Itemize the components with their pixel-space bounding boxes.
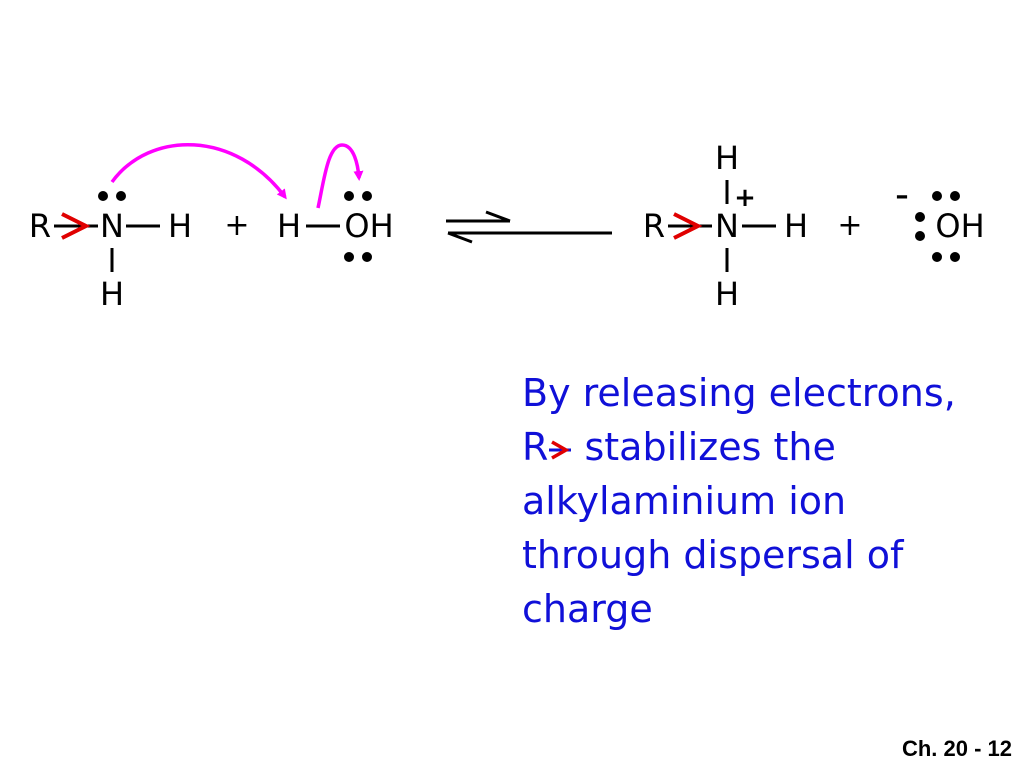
- plus-sign: +: [837, 208, 863, 243]
- lone-pair-dot: [362, 252, 372, 262]
- inductive-arrow-icon: [673, 212, 703, 240]
- lone-pair-dot: [116, 191, 126, 201]
- caption-r: R: [522, 425, 549, 469]
- caption-line: charge: [522, 587, 653, 631]
- lone-pair-dot: [344, 191, 354, 201]
- plus-sign: +: [224, 208, 250, 243]
- caption-line: alkylaminium ion: [522, 479, 847, 523]
- inductive-arrow-icon: [549, 440, 572, 460]
- atom-oh: OH: [344, 207, 394, 245]
- lone-pair-dot: [362, 191, 372, 201]
- atom-h: H: [167, 207, 193, 245]
- lone-pair-dot: [932, 191, 942, 201]
- atom-n: N: [715, 207, 739, 245]
- caption-line: By releasing electrons,: [522, 371, 956, 415]
- atom-h: H: [276, 207, 302, 245]
- lone-pair-dot: [932, 252, 942, 262]
- atom-r: R: [642, 207, 666, 245]
- negative-charge: –: [895, 181, 909, 211]
- atom-r: R: [28, 207, 52, 245]
- atom-n: N: [100, 207, 124, 245]
- lone-pair-dot: [344, 252, 354, 262]
- atom-h: H: [99, 275, 125, 313]
- lone-pair-dot: [950, 191, 960, 201]
- slide-number: Ch. 20 - 12: [901, 736, 1012, 761]
- lone-pair-dot: [915, 231, 925, 241]
- atom-oh: OH: [935, 207, 985, 245]
- lone-pair-dot: [98, 191, 108, 201]
- positive-charge: +: [734, 183, 756, 213]
- caption: By releasing electrons, R stabilizes the…: [522, 366, 1002, 636]
- atom-h: H: [714, 139, 740, 177]
- curved-arrow-icon: [110, 143, 287, 200]
- caption-text: stabilizes the: [572, 425, 836, 469]
- lone-pair-dot: [915, 212, 925, 222]
- inductive-arrow-icon: [61, 212, 91, 240]
- caption-line: R stabilizes the: [522, 420, 1002, 474]
- atom-h: H: [714, 275, 740, 313]
- curved-arrow-icon: [316, 143, 364, 209]
- equilibrium-arrow-icon: [446, 210, 612, 244]
- caption-line: through dispersal of: [522, 533, 904, 577]
- atom-h: H: [783, 207, 809, 245]
- lone-pair-dot: [950, 252, 960, 262]
